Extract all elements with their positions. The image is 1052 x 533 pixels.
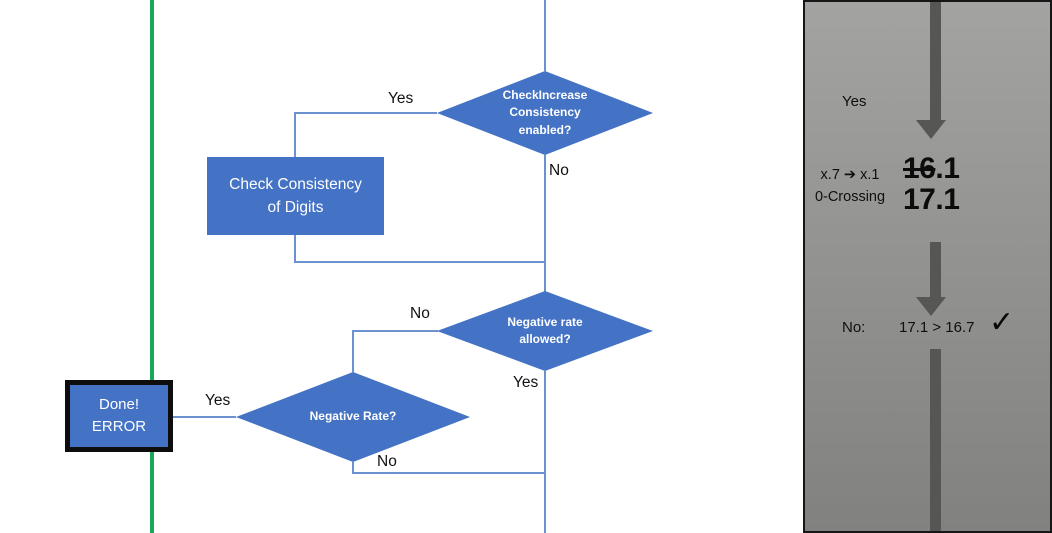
down-arrow-2-head-icon	[916, 297, 946, 316]
panel-yes-label: Yes	[842, 93, 867, 110]
connector-negative-rate-yes-h	[173, 416, 236, 418]
edge-label-check-increase-yes: Yes	[388, 90, 414, 107]
edge-label-negative-rate-no: No	[377, 453, 397, 470]
edge-label-negative-allowed-no: No	[410, 305, 430, 322]
panel-values: 16.1 17.1	[903, 152, 960, 216]
green-guide-line	[150, 0, 154, 533]
panel-old-value-tail: .1	[935, 152, 960, 185]
panel-no-label: No:	[842, 319, 866, 336]
connector-check-increase-no-v	[544, 155, 546, 293]
edge-label-check-increase-no: No	[549, 162, 569, 179]
down-arrow-1-shaft	[930, 2, 941, 120]
terminal-done-error: Done! ERROR	[65, 380, 173, 452]
connector-top-into-check-increase	[544, 0, 546, 71]
decision-check-increase-line1: CheckIncrease	[502, 87, 588, 102]
panel-note: x.7 ➔ x.1 0-Crossing	[806, 164, 894, 208]
panel-new-value: 17.1	[903, 183, 960, 216]
connector-negative-allowed-no-v	[352, 330, 354, 372]
checkmark-icon: ✓	[989, 306, 1015, 339]
process-check-consistency-line1: Check Consistency	[229, 175, 362, 193]
decision-check-increase-consistency: CheckIncrease Consistency enabled?	[437, 71, 653, 155]
down-arrow-2-shaft	[930, 242, 941, 297]
connector-negative-allowed-no-h	[352, 330, 438, 332]
down-arrow-1-head-icon	[916, 120, 946, 139]
connector-process-right	[294, 261, 546, 263]
decision-negative-rate-allowed-line1: Negative rate	[507, 314, 583, 329]
decision-negative-rate: Negative Rate?	[236, 372, 470, 462]
panel-note-line1: x.7 ➔ x.1	[820, 167, 880, 183]
decision-negative-rate-allowed: Negative rate allowed?	[437, 291, 653, 371]
edge-label-negative-allowed-yes: Yes	[513, 374, 539, 391]
panel-note-line2: 0-Crossing	[814, 189, 886, 205]
process-check-consistency-of-digits: Check Consistency of Digits	[207, 157, 384, 235]
decision-negative-rate-label: Negative Rate?	[309, 409, 397, 424]
panel-old-value-struck: 16	[903, 152, 936, 185]
panel-old-value: 16.1	[903, 152, 960, 185]
down-arrow-3-shaft	[930, 349, 941, 531]
decision-check-increase-line2: Consistency	[509, 105, 581, 120]
connector-negative-rate-no-v	[352, 462, 354, 474]
connector-check-increase-yes-h	[294, 112, 437, 114]
connector-check-increase-yes-v	[294, 112, 296, 157]
edge-label-negative-rate-yes: Yes	[205, 392, 231, 409]
example-panel: Yes x.7 ➔ x.1 0-Crossing 16.1 17.1 No: 1…	[803, 0, 1052, 533]
terminal-done-line2: ERROR	[91, 418, 147, 435]
decision-check-increase-line3: enabled?	[518, 122, 572, 137]
decision-negative-rate-allowed-line2: allowed?	[519, 332, 571, 346]
panel-comparison: 17.1 > 16.7	[899, 319, 975, 336]
connector-negative-allowed-yes-v	[544, 371, 546, 533]
terminal-done-line1: Done!	[98, 396, 140, 414]
process-check-consistency-line2: of Digits	[267, 199, 324, 216]
connector-negative-rate-no-h	[352, 472, 546, 474]
connector-process-down	[294, 235, 296, 262]
